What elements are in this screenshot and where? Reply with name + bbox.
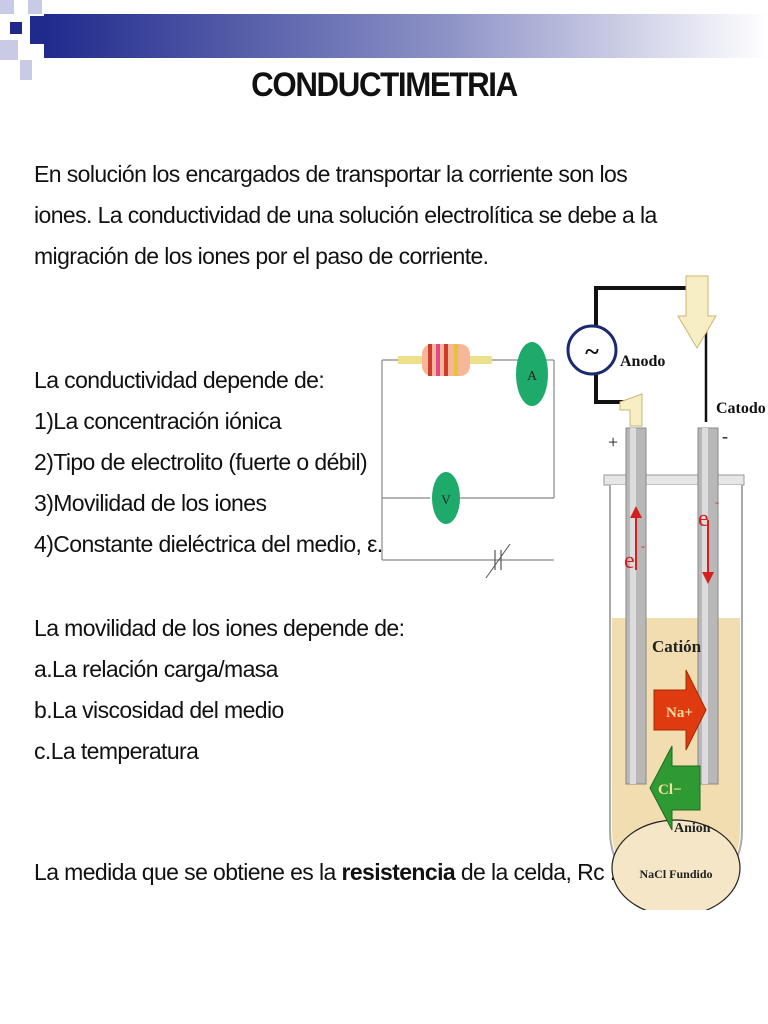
conductivity-heading: La conductividad depende de: bbox=[34, 367, 325, 393]
svg-text:-: - bbox=[641, 539, 645, 553]
cation-label: Catión bbox=[652, 637, 702, 656]
electrolysis-cell-diagram: ~ Anodo Catodo + - NaCl Fundido e - e - … bbox=[566, 275, 766, 910]
voltmeter-label: V bbox=[441, 492, 451, 507]
list-item: 4)Constante dieléctrica del medio, ε. bbox=[34, 531, 383, 557]
final-text-after: de la celda, Rc . bbox=[455, 859, 616, 885]
list-item: b.La viscosidad del medio bbox=[34, 697, 284, 723]
ammeter-label: A bbox=[527, 369, 538, 384]
header-decoration bbox=[0, 0, 768, 80]
electron-label-left: e bbox=[624, 548, 635, 574]
cathode-label: Catodo bbox=[716, 400, 766, 417]
melt-label: NaCl Fundido bbox=[639, 867, 712, 881]
list-item: 1)La concentración iónica bbox=[34, 408, 282, 434]
electron-label-right: e bbox=[698, 506, 709, 532]
voltmeter-icon: V bbox=[432, 472, 460, 524]
anion-label: Anion bbox=[674, 821, 711, 836]
final-statement: La medida que se obtiene es la resistenc… bbox=[34, 852, 616, 893]
resistor-icon bbox=[398, 344, 492, 376]
list-item: 2)Tipo de electrolito (fuerte o débil) bbox=[34, 449, 368, 475]
list-item: 3)Movilidad de los iones bbox=[34, 490, 267, 516]
final-text-bold: resistencia bbox=[341, 859, 456, 885]
anion-arrow-icon bbox=[649, 745, 701, 831]
anion-ion-label: Cl− bbox=[658, 782, 682, 798]
conductivity-list: La conductividad depende de: 1)La concen… bbox=[34, 360, 383, 565]
final-text-before: La medida que se obtiene es la bbox=[34, 859, 342, 885]
list-item: c.La temperatura bbox=[34, 738, 199, 764]
current-arrow-icon bbox=[619, 275, 717, 427]
page-title: CONDUCTIMETRIA bbox=[251, 66, 518, 104]
variable-capacitor-icon bbox=[485, 543, 511, 579]
minus-sign: - bbox=[722, 426, 728, 446]
svg-text:-: - bbox=[715, 495, 719, 509]
plus-sign: + bbox=[608, 432, 618, 452]
ac-symbol: ~ bbox=[585, 337, 599, 366]
mobility-heading: La movilidad de los iones depende de: bbox=[34, 615, 405, 641]
mobility-list: La movilidad de los iones depende de: a.… bbox=[34, 608, 405, 772]
ac-source-icon: ~ bbox=[566, 324, 618, 376]
cation-arrow-icon bbox=[653, 669, 707, 751]
anode-label: Anodo bbox=[620, 353, 665, 370]
cation-ion-label: Na+ bbox=[666, 705, 693, 721]
intro-paragraph: En solución los encargados de transporta… bbox=[34, 161, 657, 269]
circuit-diagram: A V bbox=[381, 342, 555, 579]
ammeter-icon: A bbox=[516, 342, 548, 406]
list-item: a.La relación carga/masa bbox=[34, 656, 278, 682]
